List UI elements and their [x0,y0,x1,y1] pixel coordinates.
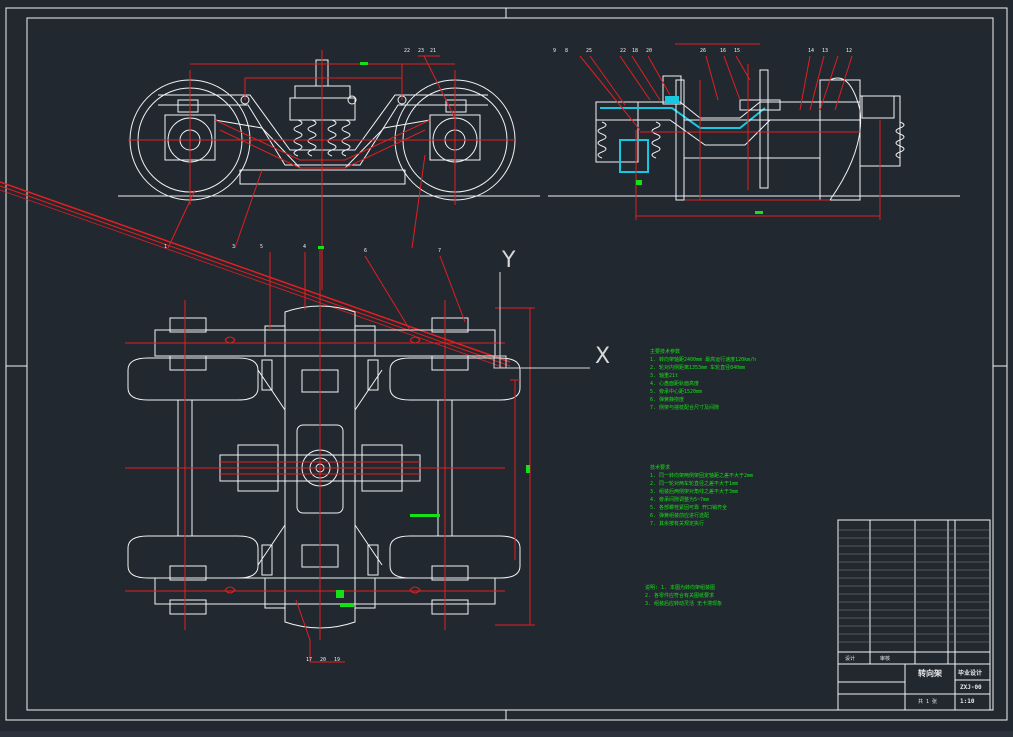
balloon-number: 26 [700,48,707,54]
balloon-number: 3 [232,244,236,250]
leader-line [0,181,511,363]
balloon-number: 22 [404,48,411,54]
balloon-number: 16 [720,48,727,54]
balloon-number: 15 [734,48,741,54]
note-line: 7. 侧架与摇枕配合尺寸及间隙 [650,405,720,411]
balloon-number: 23 [418,48,425,54]
balloon-number: 18 [632,48,639,54]
checker-label: 审核 [880,656,891,662]
ucs-icon [493,272,590,369]
sheet-label: 共 1 张 [918,699,938,705]
scale-label: 1:10 [960,698,975,705]
note-line: 7. 其余按有关规定执行 [650,521,705,527]
balloon-number: 14 [808,48,815,54]
balloon-number: 12 [846,48,853,54]
balloon-number: 20 [646,48,653,54]
balloon-number: 8 [565,48,569,54]
balloon-number: 6 [364,248,368,254]
note-line: 6. 弹簧静挠度 [650,397,685,403]
inner-frame [26,17,994,711]
explanation-note: 说明: 1. 本图为转向架组装图 2. 各零件应符合有关图纸要求 3. 组装后应… [645,584,722,608]
note-line: 1. 转向架轴距2400mm 最高运行速度120km/h [650,357,757,363]
note-line: 4. 心盘面距轨面高度 [650,381,700,387]
note-title: 主要技术参数 [650,349,681,355]
balloon-number: 19 [334,657,341,663]
note-line: 2. 轮对内侧距离1353mm 车轮直径840mm [650,365,746,371]
technical-requirements-note: 技术要求 1. 同一转向架两侧架固定轴距之差不大于2mm 2. 同一轮对两车轮直… [650,464,753,528]
balloon-number: 25 [586,48,593,54]
elevation-view [118,50,540,290]
section-view [548,43,960,220]
project-name: 毕业设计 [958,670,983,677]
note-line: 1. 同一转向架两侧架固定轴距之差不大于2mm [650,473,754,479]
note-line: 说明: 1. 本图为转向架组装图 [645,585,716,591]
note-line: 6. 弹簧组装前应进行选配 [650,513,710,519]
balloon-number: 1 [164,244,168,250]
note-line: 5. 旁承中心距1520mm [650,389,703,395]
note-line: 2. 同一轮对两车轮直径之差不大于1mm [650,481,739,487]
designer-label: 设计 [845,656,856,662]
note-line: 2. 各零件应符合有关图纸要求 [645,593,715,599]
drawing-name: 转向架 [918,669,942,678]
note-line: 3. 轴重21t [650,373,679,379]
note-line: 3. 组装后应转动灵活 无卡滞现象 [645,601,723,607]
note-line: 4. 旁承间隙调整为5~7mm [650,497,710,503]
note-line: 3. 组装后两侧架对角线之差不大于3mm [650,489,739,495]
title-block [837,519,991,711]
balloon-number: 13 [822,48,829,54]
note-line: 5. 各部螺栓紧固可靠 开口销齐全 [650,505,728,511]
x-axis-label: X [595,344,611,369]
balloon-number: 7 [438,248,442,254]
balloon-number: 17 [306,657,313,663]
balloon-number: 22 [620,48,627,54]
balloon-number: 5 [260,244,264,250]
balloon-number: 9 [553,48,557,54]
plan-view [125,246,535,663]
balloon-number: 20 [320,657,327,663]
drawing-number: ZXJ-00 [960,684,982,691]
y-axis-label: Y [502,248,516,273]
balloon-number: 4 [303,244,307,250]
technical-params-note: 主要技术参数 1. 转向架轴距2400mm 最高运行速度120km/h 2. 轮… [650,348,756,412]
bottom-bar [0,731,1013,737]
balloon-number: 21 [430,48,437,54]
note-title: 技术要求 [650,465,671,471]
